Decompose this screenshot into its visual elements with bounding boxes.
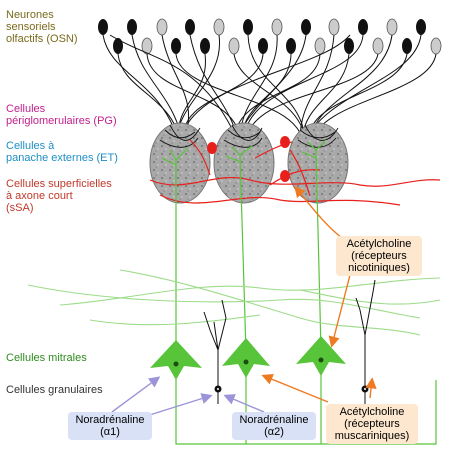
label-pg: Cellules périglomerulaires (PG) bbox=[6, 103, 117, 127]
label-ach-nicotinic: Acétylcholine (récepteurs nicotiniques) bbox=[336, 236, 422, 276]
granule-cells bbox=[203, 279, 376, 404]
label-noradrenaline-a2: Noradrénaline (α2) bbox=[232, 412, 316, 440]
glomeruli bbox=[149, 122, 349, 204]
label-et: Cellules à panache externes (ET) bbox=[6, 140, 118, 164]
label-mitral-cells: Cellules mitrales bbox=[6, 352, 87, 364]
acetylcholine-arrows bbox=[261, 185, 377, 403]
axon-tufts bbox=[159, 124, 339, 148]
mitral-dendrites bbox=[161, 139, 437, 445]
ssa-processes bbox=[149, 139, 441, 206]
lateral-dendrites bbox=[27, 269, 441, 336]
label-ach-muscarinic: Acétylcholine (récepteurs muscariniques) bbox=[326, 404, 418, 444]
label-osn: Neurones sensoriels olfactifs (OSN) bbox=[6, 9, 78, 45]
mitral-cells bbox=[150, 336, 346, 380]
label-ssa: Cellules superficielles à axone court (s… bbox=[6, 178, 112, 214]
label-noradrenaline-a1: Noradrénaline (α1) bbox=[68, 412, 152, 440]
osn-axons bbox=[102, 34, 437, 143]
osn-cells bbox=[98, 18, 442, 55]
pg-cells bbox=[207, 136, 290, 182]
label-granule-cells: Cellules granulaires bbox=[6, 384, 103, 396]
